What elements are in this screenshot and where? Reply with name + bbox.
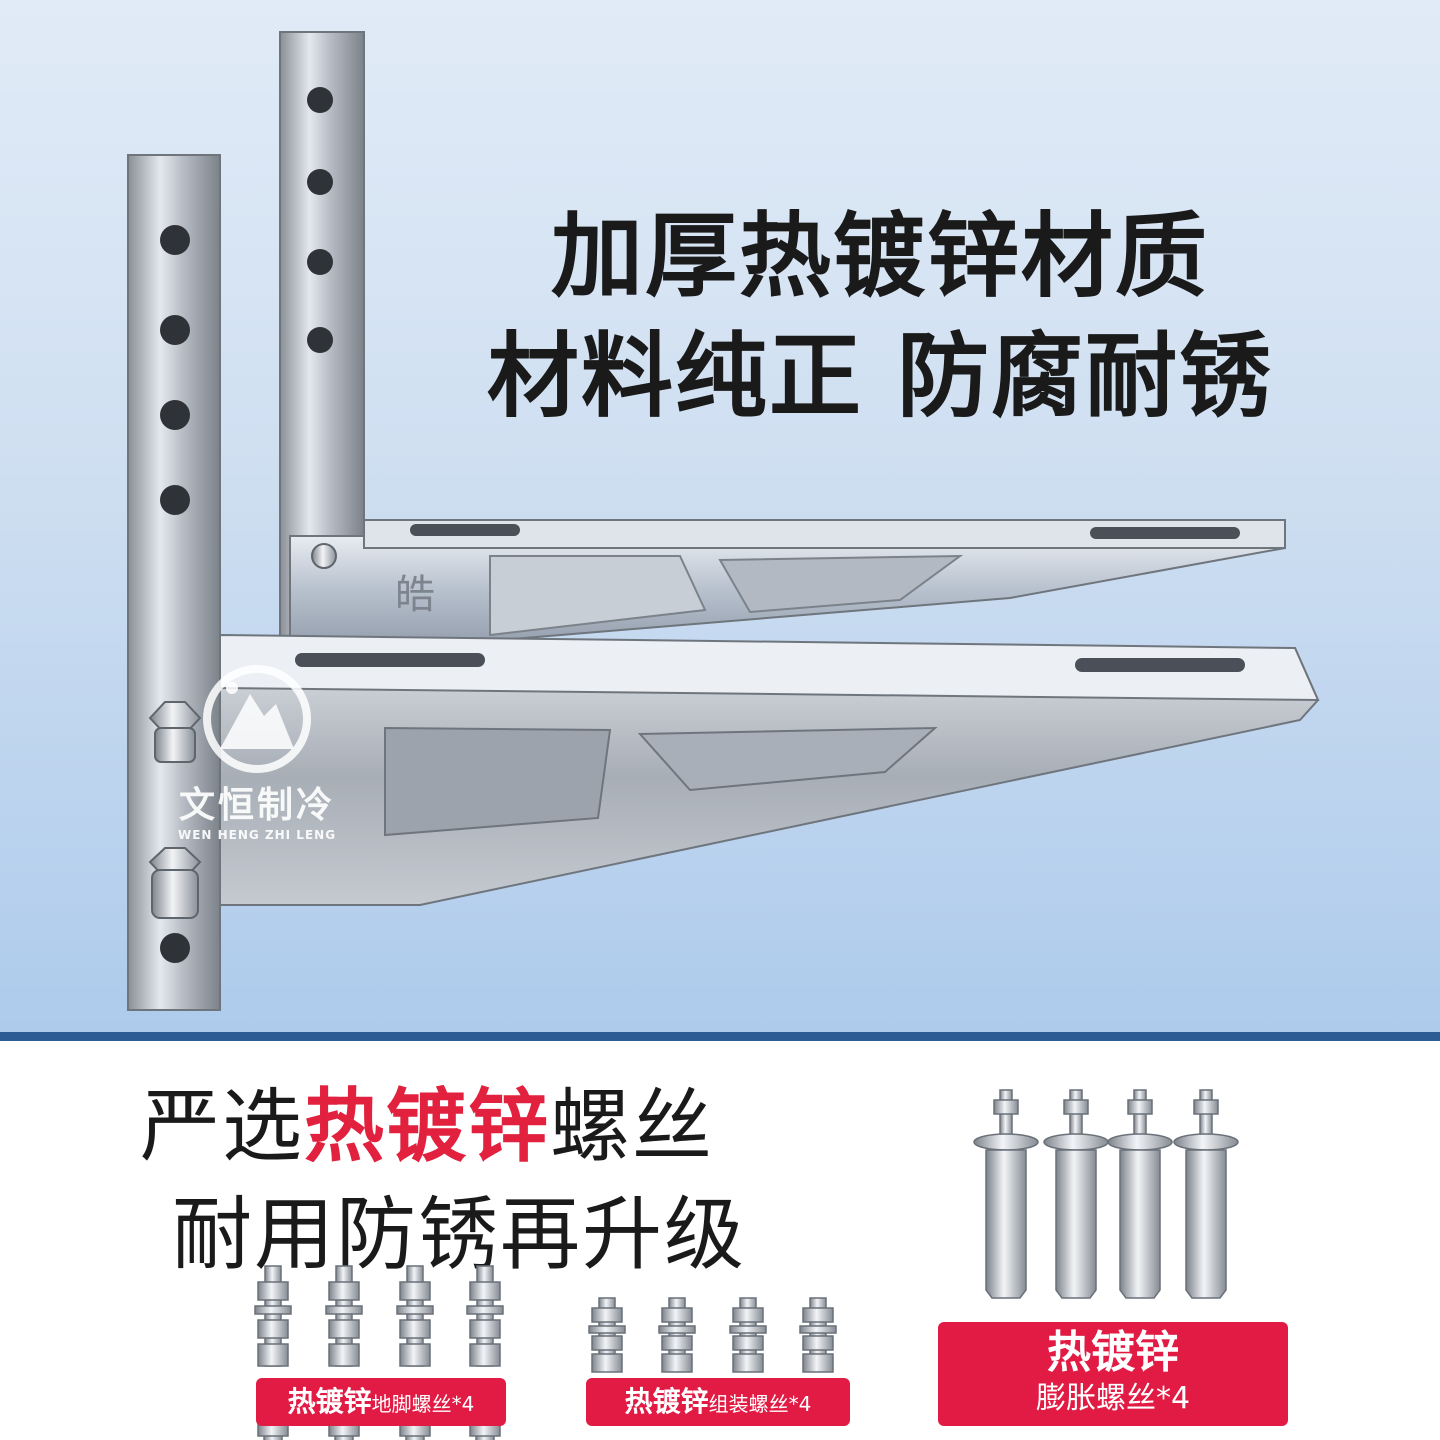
accessories-title-line1: 严选热镀锌螺丝 <box>140 1062 830 1178</box>
hex-bolt-upper <box>148 701 202 763</box>
expansion-bolt-group <box>973 1089 1239 1299</box>
assembly-bolt-label-main: 热镀锌 <box>624 1385 709 1418</box>
expansion-bolt-label-main: 热镀锌 <box>1047 1327 1179 1378</box>
hex-bolt-lower <box>148 847 202 919</box>
title-highlight: 热镀锌 <box>304 1080 550 1173</box>
brand-watermark: 文恒制冷 WEN HENG ZHI LENG <box>162 664 352 842</box>
assembly-bolt-label: 热镀锌组装螺丝*4 <box>586 1378 850 1426</box>
foot-bolt-group <box>254 1265 504 1367</box>
headline-line2: 材料纯正 防腐耐锈 <box>486 323 1274 430</box>
brand-logo-icon <box>203 665 311 773</box>
title-suffix: 螺丝 <box>550 1080 714 1173</box>
back-bracket: 皓 <box>279 31 1286 645</box>
expansion-bolt-label-detail: 膨胀螺丝*4 <box>1035 1381 1191 1416</box>
foot-bolt-label-main: 热镀锌 <box>287 1385 372 1418</box>
hero-banner: 皓 加厚热镀锌材质 材料纯正 防腐耐锈 <box>0 0 1440 1032</box>
bracket-product-image: 皓 <box>127 31 1320 1011</box>
assembly-bolt-group <box>588 1297 837 1373</box>
title-prefix: 严选 <box>140 1080 304 1173</box>
foot-bolt-label-detail: 地脚螺丝*4 <box>371 1392 475 1416</box>
expansion-bolt-label: 热镀锌 膨胀螺丝*4 <box>938 1322 1288 1426</box>
brand-subtitle: WEN HENG ZHI LENG <box>177 828 337 842</box>
front-bracket <box>127 154 1320 1011</box>
section-divider <box>0 1032 1440 1041</box>
brand-name: 文恒制冷 <box>178 785 335 826</box>
assembly-bolt-label-detail: 组装螺丝*4 <box>708 1392 812 1416</box>
headline-line1: 加厚热镀锌材质 <box>550 203 1209 310</box>
bracket-stamp: 皓 <box>395 572 435 618</box>
foot-bolt-label: 热镀锌地脚螺丝*4 <box>256 1378 506 1426</box>
